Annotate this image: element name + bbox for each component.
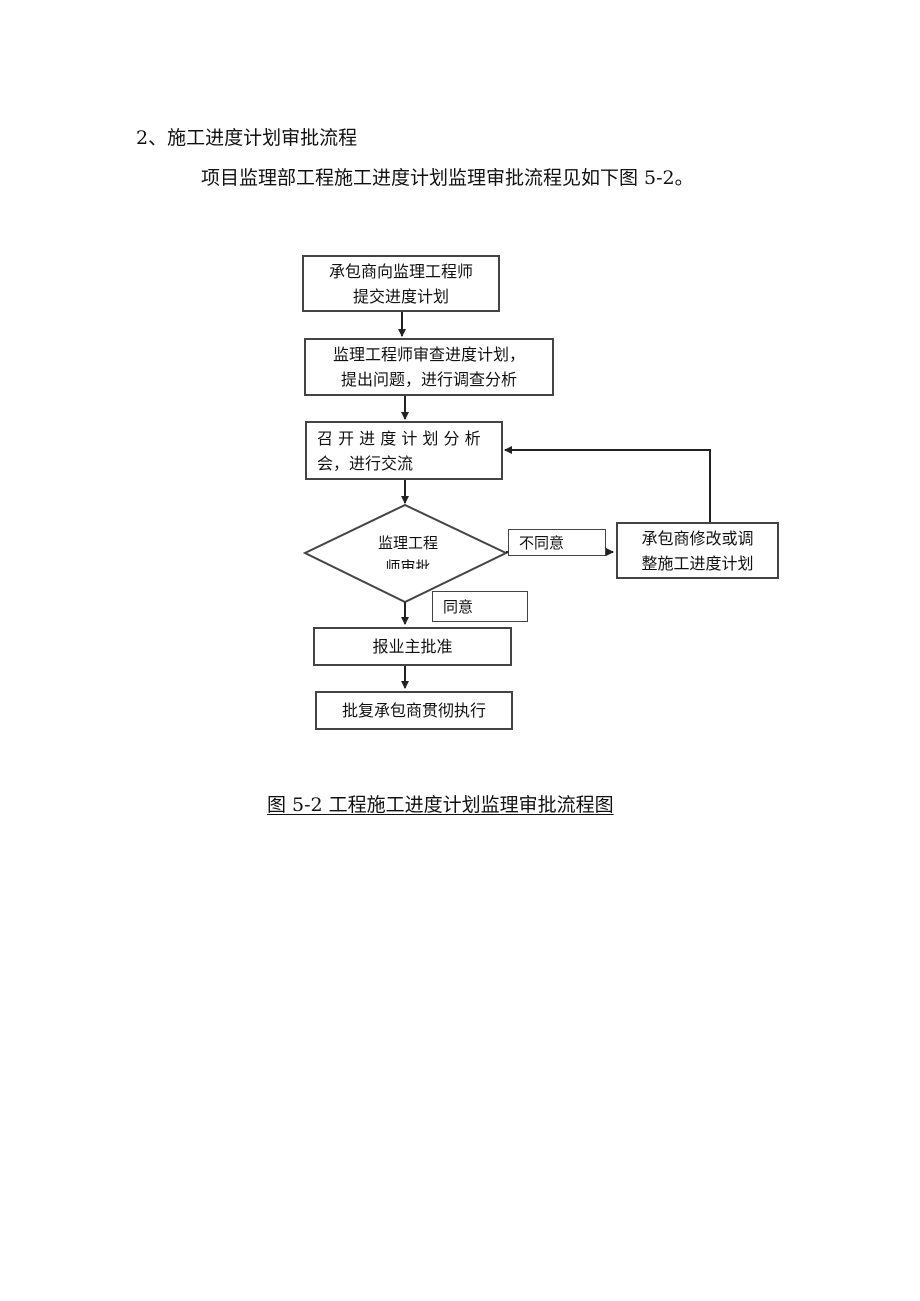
loop-back-line [504, 446, 711, 522]
decision-line2: 师审批 [385, 558, 431, 569]
reject-label-box: 不同意 [508, 529, 606, 556]
step4-text: 报业主批准 [372, 637, 453, 656]
decision-line1: 监理工程 [377, 534, 438, 552]
step5-execute-box: 批复承包商贯彻执行 [315, 691, 513, 730]
step3-line1: 召 开 进 度 计 划 分 析 [317, 428, 481, 448]
step2-line2: 提出问题，进行调查分析 [340, 370, 517, 389]
revise-line1: 承包商修改或调 [641, 528, 754, 548]
step5-text: 批复承包商贯彻执行 [341, 701, 486, 720]
step2-line1: 监理工程师审查进度计划， [332, 345, 525, 364]
section-heading: 2、施工进度计划审批流程 [136, 127, 358, 149]
approve-label-box: 同意 [432, 591, 528, 622]
intro-paragraph: 项目监理部工程施工进度计划监理审批流程见如下图 5-2。 [201, 167, 694, 189]
step4-owner-approval-box: 报业主批准 [313, 627, 512, 666]
step1-line2: 提交进度计划 [352, 286, 449, 306]
revise-plan-box: 承包商修改或调 整施工进度计划 [616, 522, 779, 579]
step2-review-plan-box: 监理工程师审查进度计划， 提出问题，进行调查分析 [304, 338, 554, 396]
step3-line2: 会，进行交流 [317, 453, 414, 473]
step1-line1: 承包商向监理工程师 [328, 261, 473, 281]
revise-line2: 整施工进度计划 [641, 553, 754, 573]
decision-label: 监理工程 师审批 [328, 531, 488, 569]
step3-analysis-meeting-box: 召 开 进 度 计 划 分 析 会，进行交流 [305, 421, 503, 480]
step1-submit-plan-box: 承包商向监理工程师 提交进度计划 [302, 255, 500, 312]
figure-caption: 图 5-2 工程施工进度计划监理审批流程图 [267, 794, 614, 816]
